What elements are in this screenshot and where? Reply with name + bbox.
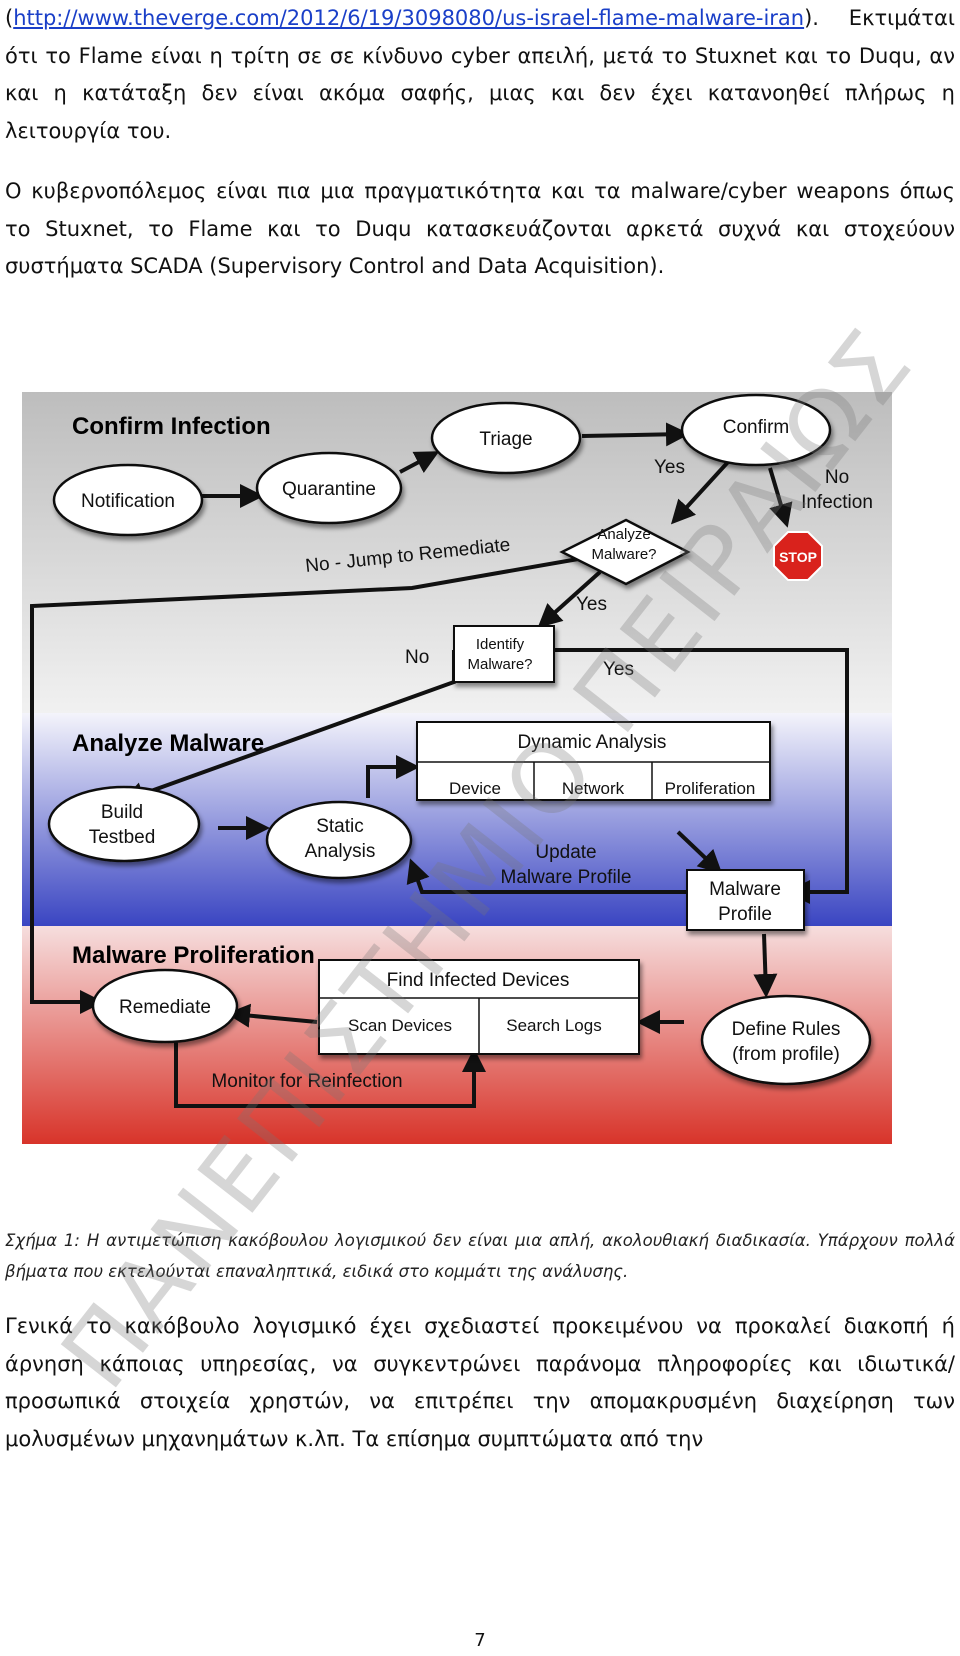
stop-sign-icon [773, 531, 823, 581]
arrow-static-dynamic [366, 755, 420, 798]
label-no-infection-2: Infection [801, 492, 873, 513]
label-update-1: Update [535, 842, 596, 863]
arrow-confirm-analyze [670, 460, 730, 525]
intro-text: Εκτιμάται ότι το Flame είναι η τρίτη σε … [5, 6, 955, 143]
label-no-identify: No [405, 647, 429, 668]
node-remediate [91, 968, 239, 1044]
label-scan-devices: Scan Devices [348, 1016, 452, 1035]
label-monitor-reinfection: Monitor for Reinfection [211, 1071, 402, 1092]
label-confirm: Confirm [723, 417, 790, 438]
arrow-analyze-identify [537, 570, 602, 629]
label-dynamic-analysis: Dynamic Analysis [518, 732, 667, 753]
label-no-infection-1: No [825, 467, 849, 488]
node-identify-malware-question [453, 625, 555, 683]
arrow-quarantine-triage [399, 451, 440, 474]
section-confirm-infection: Confirm Infection [72, 413, 271, 440]
node-build-testbed [47, 785, 201, 863]
node-malware-profile [686, 869, 805, 931]
arrow-confirm-stop [768, 467, 793, 528]
label-profile-1: Malware [709, 879, 781, 900]
label-quarantine: Quarantine [282, 479, 376, 500]
figure-caption: Σχήμα 1: Η αντιμετώπιση κακόβουλου λογισ… [5, 1231, 955, 1281]
malware-paragraph: Γενικά το κακόβουλο λογισμικό έχει σχεδι… [5, 1314, 955, 1451]
cyberwar-paragraph: Ο κυβερνοπόλεμος είναι πια μια πραγματικ… [5, 179, 955, 278]
label-define-2: (from profile) [732, 1044, 840, 1065]
intro-paragraph: (http://www.theverge.com/2012/6/19/30980… [5, 0, 955, 150]
label-triage: Triage [479, 429, 532, 450]
node-notification [52, 463, 204, 537]
label-network: Network [562, 779, 625, 798]
node-static-analysis [265, 800, 413, 880]
stop-label: STOP [779, 549, 817, 565]
label-update-2: Malware Profile [501, 867, 632, 888]
paren-open: ( [5, 6, 14, 30]
section-malware-proliferation: Malware Proliferation [72, 942, 315, 969]
label-search-logs: Search Logs [506, 1016, 601, 1035]
label-build-1: Build [101, 802, 143, 823]
section-analyze-malware: Analyze Malware [72, 730, 264, 757]
label-yes-analyze: Yes [576, 594, 607, 615]
label-analyze-q-1: Analyze [597, 526, 650, 543]
node-quarantine [255, 451, 403, 525]
arrow-jump-remediate [30, 556, 585, 1014]
label-analyze-q-2: Malware? [591, 546, 656, 563]
arrow-dynamic-profile [676, 830, 723, 875]
label-static-2: Analysis [305, 841, 376, 862]
source-link[interactable]: http://www.theverge.com/2012/6/19/309808… [13, 6, 805, 30]
node-confirm [680, 393, 832, 467]
label-profile-2: Profile [718, 904, 772, 925]
arrow-profile-static [406, 858, 687, 894]
label-device: Device [449, 779, 501, 798]
label-yes-confirm: Yes [654, 457, 685, 478]
label-find-infected: Find Infected Devices [387, 970, 570, 991]
label-identify-q-2: Malware? [467, 656, 532, 673]
label-build-2: Testbed [89, 827, 156, 848]
node-define-rules [700, 994, 872, 1086]
label-proliferation: Proliferation [665, 779, 756, 798]
arrow-profile-rules [753, 933, 778, 998]
node-triage [430, 401, 582, 475]
label-notification: Notification [81, 491, 175, 512]
arrow-triage-confirm [581, 422, 690, 447]
label-static-1: Static [316, 816, 364, 837]
label-remediate: Remediate [119, 997, 211, 1018]
label-define-1: Define Rules [732, 1019, 841, 1040]
arrow-monitor-reinfection [174, 1032, 486, 1108]
malware-response-diagram: Confirm Infection Analyze Malware Malwar… [22, 392, 892, 1144]
node-analyze-malware-question [559, 518, 691, 586]
page-number: 7 [474, 1630, 486, 1651]
arrow-find-remediate [226, 1003, 318, 1028]
label-yes-identify: Yes [603, 659, 634, 680]
paren-close: ). [804, 6, 819, 30]
node-dynamic-analysis [416, 721, 771, 801]
arrow-identify-profile [554, 648, 849, 904]
label-identify-q-1: Identify [476, 636, 525, 653]
